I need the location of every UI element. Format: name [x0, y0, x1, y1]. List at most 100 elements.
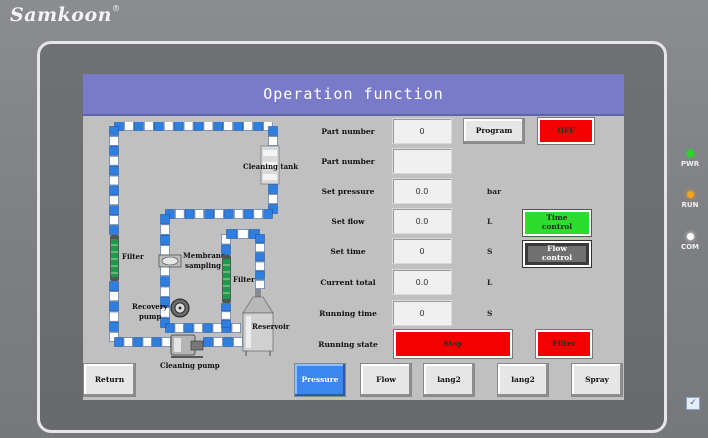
brand-logo: Samkoon®	[10, 4, 120, 26]
pipe-segment	[213, 122, 224, 131]
tab-spray[interactable]: Spray	[571, 363, 623, 397]
flow-control-button[interactable]: Flow control	[523, 241, 591, 267]
pipe-segment	[231, 323, 241, 333]
off-button[interactable]: OFF	[538, 118, 594, 144]
flow-control-label: Flow control	[541, 244, 573, 262]
row-value-field[interactable]: 0.0	[392, 178, 452, 204]
tab-lang2[interactable]: lang2	[423, 363, 475, 397]
pipe-segment	[109, 146, 119, 156]
filter-button[interactable]: Filter	[536, 330, 592, 358]
indicator-run: RUN	[672, 191, 708, 209]
row-value-field[interactable]: 0.0	[392, 269, 452, 295]
stop-button[interactable]: Stop	[394, 330, 512, 358]
pipe-segment	[109, 165, 119, 176]
indicator-com: COM	[672, 233, 708, 251]
pipe-segment	[263, 209, 273, 219]
pipe-segment	[233, 122, 243, 131]
pipe-segment	[160, 234, 170, 245]
pipe-segment	[214, 209, 224, 219]
row-value-field[interactable]: 0.0	[392, 208, 452, 234]
pipe-segment	[268, 136, 278, 146]
checkbox-icon[interactable]: ✓	[686, 397, 700, 410]
pipe-segment	[160, 245, 170, 256]
cleaning-pump-icon	[170, 334, 204, 358]
pipe-segment	[109, 126, 119, 136]
pipe-segment	[224, 209, 234, 219]
pipe-segment	[255, 243, 265, 253]
cleaning-tank-label: Cleaning tank	[243, 162, 298, 171]
pipe-segment	[142, 337, 152, 347]
pipe-segment	[248, 229, 260, 239]
pipe-segment	[109, 301, 119, 312]
tab-flow[interactable]: Flow	[360, 363, 412, 397]
pipe-segment	[268, 184, 278, 194]
pipe-segment	[184, 209, 195, 219]
cleaning-pump-label: Cleaning pump	[160, 361, 220, 370]
time-control-label: Time control	[541, 213, 573, 231]
pipe-segment	[203, 323, 213, 333]
pipe-segment	[255, 234, 265, 243]
pipe-segment	[144, 122, 154, 131]
pipe-segment	[114, 337, 124, 347]
tab-pressure[interactable]: Pressure	[294, 363, 346, 397]
pipe-segment	[161, 337, 171, 347]
indicator-pwr: PWR	[672, 150, 708, 168]
row-unit: L	[487, 278, 493, 287]
pipe-segment	[123, 337, 133, 347]
pipe-segment	[226, 229, 238, 239]
indicator-label: PWR	[680, 160, 700, 168]
pipe-segment	[175, 209, 185, 219]
pipe-segment	[268, 194, 278, 204]
membrane-icon	[158, 254, 182, 268]
row-label: Current total	[320, 278, 376, 287]
program-button[interactable]: Program	[463, 118, 525, 144]
pipe-segment	[165, 323, 175, 333]
pipe-segment	[109, 185, 119, 196]
pipe-segment	[160, 266, 170, 276]
pipe-segment	[233, 337, 243, 347]
pipe-segment	[160, 214, 170, 225]
pipe-segment	[221, 234, 231, 245]
pipe-segment	[253, 209, 263, 219]
pipe-segment	[109, 311, 119, 322]
tab-lang2-2[interactable]: lang2	[497, 363, 549, 397]
filter-left-icon	[110, 235, 119, 281]
led-icon	[686, 233, 694, 240]
pipe-segment	[163, 122, 174, 131]
row-label: Set time	[330, 247, 366, 256]
row-value-field[interactable]: 0	[392, 118, 452, 144]
pipe-segment	[184, 323, 194, 333]
pipe-segment	[221, 311, 231, 320]
return-button[interactable]: Return	[83, 363, 136, 397]
pipe-network	[109, 122, 278, 347]
pipe-segment	[212, 323, 222, 333]
row-label: Running time	[319, 309, 377, 318]
registered-mark: ®	[111, 4, 121, 13]
pipe-segment	[174, 323, 184, 333]
row-unit: bar	[487, 187, 502, 196]
pipe-segment	[203, 337, 213, 347]
time-control-button[interactable]: Time control	[523, 210, 591, 236]
pipe-segment	[134, 122, 144, 131]
pipe-segment	[203, 122, 214, 131]
row-value-field[interactable]	[392, 148, 452, 174]
indicator-label: RUN	[681, 201, 699, 209]
pipe-segment	[152, 337, 162, 347]
row-value-field[interactable]: 0	[392, 238, 452, 264]
row-value-field[interactable]: 0	[392, 300, 452, 326]
filter-right-icon	[222, 255, 231, 303]
indicator-label: COM	[680, 243, 700, 251]
pipe-segment	[124, 122, 134, 131]
row-unit: L	[487, 217, 493, 226]
pipe-segment	[233, 209, 244, 219]
cleaning-tank-icon	[260, 145, 280, 185]
pipe-segment	[183, 122, 194, 131]
pipe-segment	[109, 205, 119, 215]
reservoir-label: Reservoir	[252, 322, 290, 331]
row-label: Running state	[318, 340, 378, 349]
hmi-screen: Operation function Cleaning tank Filter	[83, 74, 624, 400]
pipe-segment	[109, 136, 119, 146]
